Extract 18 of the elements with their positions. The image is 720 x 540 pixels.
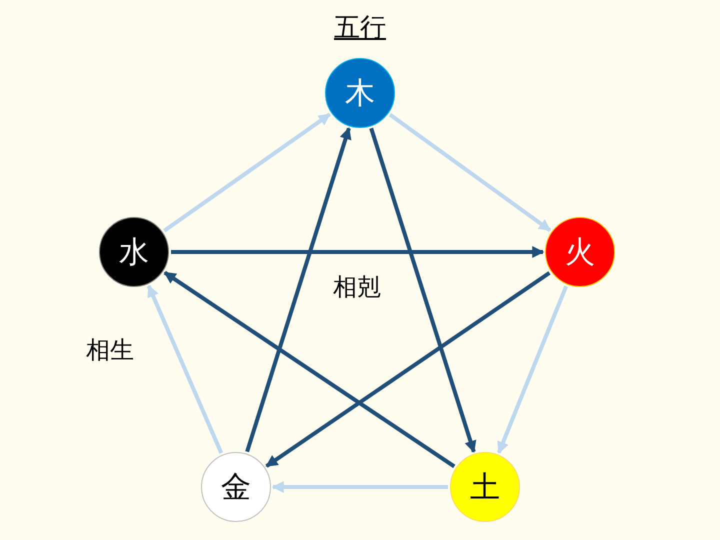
arrow (388, 113, 552, 232)
element-circle: 土 (450, 452, 520, 522)
title: 五行 (334, 12, 386, 45)
arrow (245, 127, 352, 452)
arrow (171, 246, 544, 258)
arrow (163, 112, 331, 232)
arrow (146, 284, 224, 454)
arrow (497, 286, 568, 454)
arrow (272, 481, 448, 493)
relation-label: 相生 (86, 335, 134, 366)
arrow (164, 270, 456, 468)
element-circle: 木 (325, 58, 395, 128)
element-circle: 火 (545, 217, 615, 287)
arrow (369, 128, 476, 453)
element-circle: 水 (99, 217, 169, 287)
arrow (265, 271, 551, 468)
relation-label: 相剋 (333, 272, 381, 303)
element-circle: 金 (201, 452, 271, 522)
